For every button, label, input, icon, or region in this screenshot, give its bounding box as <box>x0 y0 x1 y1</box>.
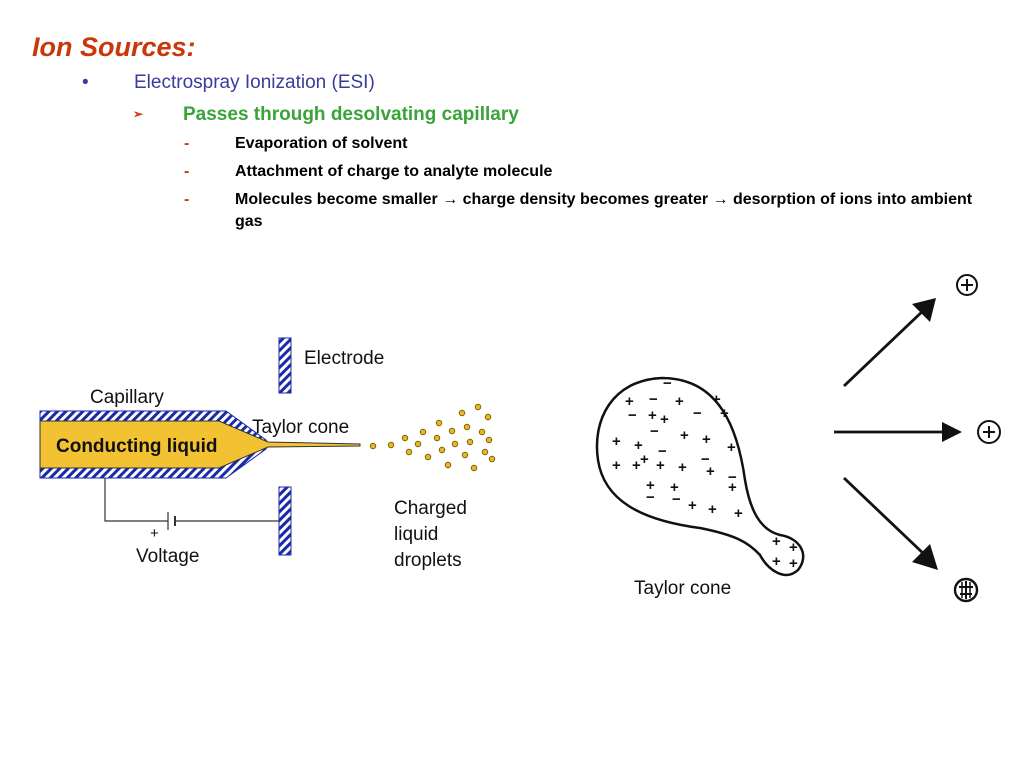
taylor-cone-label: Taylor cone <box>252 417 349 438</box>
plus-charge-icon: + <box>678 459 687 476</box>
arrow-down-right-head <box>912 544 938 570</box>
voltage-label: Voltage <box>136 546 199 567</box>
plus-charge-icon: + <box>648 407 657 424</box>
taylor-cone-label-right: Taylor cone <box>634 578 731 599</box>
plus-charge-icon: + <box>772 553 781 570</box>
arrow-up-right-head <box>912 298 936 322</box>
minus-charge-icon: − <box>701 451 710 468</box>
minus-charge-icon: − <box>658 443 667 460</box>
plus-charge-icon: + <box>675 393 684 410</box>
charged-droplets-label-3: droplets <box>394 550 462 571</box>
minus-charge-icon: − <box>672 491 681 508</box>
charged-droplets-label-2: liquid <box>394 524 438 545</box>
plus-charge-icon: + <box>720 405 729 422</box>
arrow-up-right <box>843 306 927 388</box>
plus-charge-icon: + <box>670 479 679 496</box>
dash-bullet: - <box>184 191 190 208</box>
wire-left <box>104 478 168 522</box>
plus-charge-icon: + <box>660 411 669 428</box>
plus-charge-icon: + <box>612 433 621 450</box>
charged-droplets <box>369 403 496 472</box>
emission-arrows <box>834 298 962 570</box>
plus-charge-icon: + <box>680 427 689 444</box>
ion-bottom <box>953 577 979 603</box>
minus-charge-icon: − <box>650 423 659 440</box>
plus-charge-icon: + <box>789 539 798 556</box>
plus-charge-icon: + <box>734 505 743 522</box>
bullet-text: Evaporation of solvent <box>235 135 408 152</box>
taylor-cone-droplet <box>595 376 805 577</box>
plus-charge-icon: + <box>656 457 665 474</box>
minus-charge-icon: − <box>693 405 702 422</box>
plus-charge-icon: + <box>727 439 736 456</box>
ion-top <box>956 274 978 296</box>
plus-charge-icon: + <box>632 457 641 474</box>
plus-charge-icon: + <box>728 479 737 496</box>
ion-middle <box>977 420 1001 444</box>
bullet-level3-item: - Attachment of charge to analyte molecu… <box>184 161 1004 183</box>
minus-charge-icon: − <box>649 391 658 408</box>
plus-charge-icon: + <box>688 497 697 514</box>
bullet-text: Passes through desolvating capillary <box>183 104 519 125</box>
electrode-top <box>278 337 292 394</box>
bullet-level3-item: - Molecules become smaller → charge dens… <box>184 189 1004 233</box>
bullet-text: Electrospray Ionization (ESI) <box>134 72 375 93</box>
plus-sign: + <box>150 525 159 542</box>
plus-charge-icon: + <box>772 533 781 550</box>
plus-charge-icon: + <box>706 463 715 480</box>
bullet-text: Molecules become smaller → charge densit… <box>235 191 973 230</box>
plus-charge-icon: + <box>612 457 621 474</box>
bullet-text: Attachment of charge to analyte molecule <box>235 163 553 180</box>
slide-title: Ion Sources: <box>32 32 196 62</box>
conducting-liquid-label: Conducting liquid <box>56 436 217 457</box>
plus-charge-icon: + <box>640 451 649 468</box>
minus-charge-icon: − <box>646 489 655 506</box>
dash-bullet: - <box>184 163 190 180</box>
dash-bullet: - <box>184 135 190 152</box>
droplet-charges: −+−++−++−+++−+++−+−+++++−+++−−+++++++ <box>612 375 798 572</box>
minus-charge-icon: − <box>728 469 737 486</box>
plus-charge-icon: + <box>712 391 721 408</box>
charged-droplets-label-1: Charged <box>394 498 467 519</box>
arrow-down-right <box>843 476 927 558</box>
plus-charge-icon: + <box>708 501 717 518</box>
bullet-level1: • Electrospray Ionization (ESI) <box>82 72 375 94</box>
electrode-label: Electrode <box>304 348 384 369</box>
arrow-bullet-icon: ➢ <box>133 107 144 121</box>
plus-charge-icon: + <box>634 437 643 454</box>
plus-charge-icon: + <box>789 555 798 572</box>
bullet-level3-item: - Evaporation of solvent <box>184 133 1004 155</box>
conducting-liquid <box>39 420 361 469</box>
electrode-bottom <box>278 486 292 556</box>
bullet-level2: ➢ Passes through desolvating capillary <box>133 104 519 126</box>
minus-charge-icon: − <box>628 407 637 424</box>
bullet-marker: • <box>82 72 89 93</box>
arrow-right-head <box>942 422 962 442</box>
capillary-label: Capillary <box>90 387 164 408</box>
plus-charge-icon: + <box>702 431 711 448</box>
plus-charge-icon: + <box>625 393 634 410</box>
minus-charge-icon: − <box>663 375 672 392</box>
plus-charge-icon: + <box>646 477 655 494</box>
